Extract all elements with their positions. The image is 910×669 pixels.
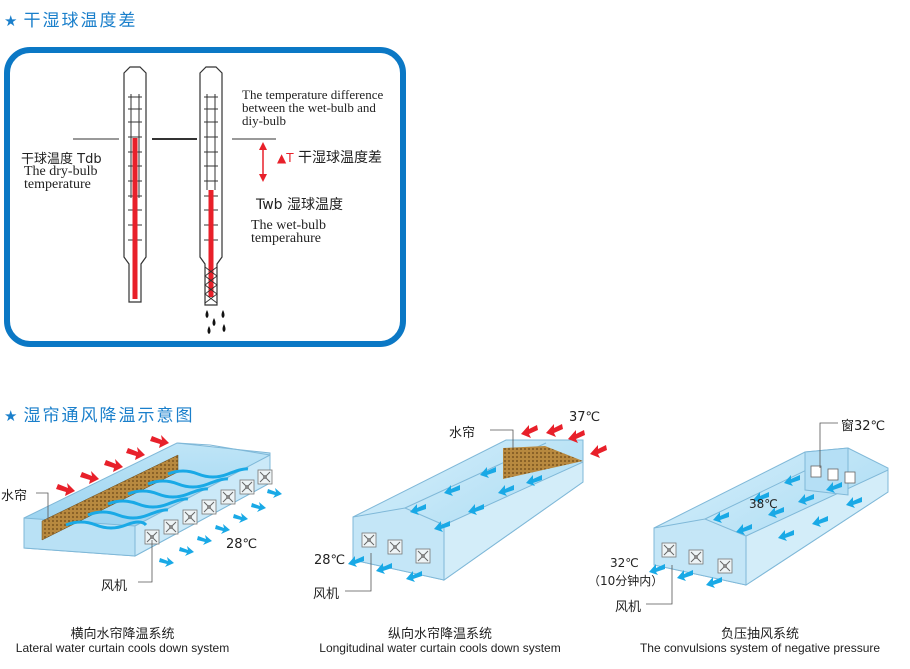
section-title-text: 湿帘通风降温示意图 [23, 406, 195, 426]
wet-wick [204, 266, 218, 304]
longitudinal-inlet-temp: 37℃ [569, 410, 601, 425]
lateral-outlet-temp: 28℃ [226, 537, 258, 552]
lateral-caption-en: Lateral water curtain cools down system [15, 641, 230, 655]
lateral-airflow-waves [65, 467, 249, 530]
dry-bulb-cn-label: 干球温度 Tdb [21, 152, 102, 167]
negative-pressure-system-diagram [646, 422, 889, 605]
wet-bulb-en-line1: The wet-bulb [251, 218, 327, 233]
lateral-system-diagram [23, 435, 282, 583]
longitudinal-fan-label: 风机 [313, 587, 340, 602]
negative-caption-en: The convulsions system of negative press… [639, 641, 881, 655]
difference-en-label: The temperature difference between the w… [242, 88, 383, 127]
delta-t-cn-text: 干湿球温度差 [298, 150, 383, 166]
lateral-fan-label: 风机 [101, 579, 128, 594]
wet-bulb-en-label: The wet-bulb temperahure [251, 218, 327, 246]
longitudinal-caption-en: Longitudinal water curtain cools down sy… [319, 641, 561, 655]
longitudinal-caption-cn: 纵向水帘降温系统 [387, 627, 492, 642]
lateral-curtain-label: 水帘 [1, 489, 28, 504]
negative-caption-cn: 负压抽风系统 [720, 627, 799, 642]
negative-outlet-note: （10分钟内） [588, 574, 664, 588]
dry-bulb-en-label: The dry-bulb temperature [24, 164, 98, 192]
dry-bulb-en-line2: temperature [24, 177, 91, 192]
wet-bulb-en-line2: temperahure [251, 231, 321, 246]
delta-t-label: ▲T 干湿球温度差 [277, 147, 382, 167]
delta-t-symbol: ▲T [277, 151, 294, 165]
window-temp-label: 窗32℃ [841, 419, 886, 434]
longitudinal-curtain-label: 水帘 [449, 426, 476, 441]
longitudinal-system-diagram [345, 424, 607, 592]
difference-en-line3: diy-bulb [242, 113, 287, 128]
section-title-text: 干湿球温度差 [23, 11, 138, 31]
difference-en-line1: The temperature difference [242, 87, 384, 102]
temperature-difference-arrow-icon [259, 142, 267, 182]
difference-en-line2: between the wet-bulb and [242, 100, 376, 115]
wet-bulb-thermometer [199, 66, 226, 334]
inside-temp-label: 38℃ [749, 497, 778, 511]
star-icon: ★ [4, 407, 20, 425]
dry-bulb-en-line1: The dry-bulb [24, 164, 98, 179]
water-drops-icon [205, 310, 226, 334]
negative-outlet-temp: 32℃ [610, 556, 639, 570]
star-icon: ★ [4, 12, 20, 30]
dry-bulb-mercury [132, 138, 138, 299]
wet-bulb-mercury [208, 190, 214, 297]
lateral-caption-cn: 横向水帘降温系统 [70, 627, 175, 642]
longitudinal-water-curtain [503, 446, 583, 479]
section-title-wet-curtain-cooling: ★湿帘通风降温示意图 [4, 401, 194, 426]
wet-bulb-cn-label: Twb 湿球温度 [256, 197, 344, 213]
negative-fan-label: 风机 [615, 600, 642, 615]
longitudinal-outlet-temp: 28℃ [314, 553, 346, 568]
windows [810, 465, 856, 484]
dry-bulb-thermometer [123, 66, 147, 303]
section-title-dry-wet-difference: ★干湿球温度差 [4, 6, 137, 31]
